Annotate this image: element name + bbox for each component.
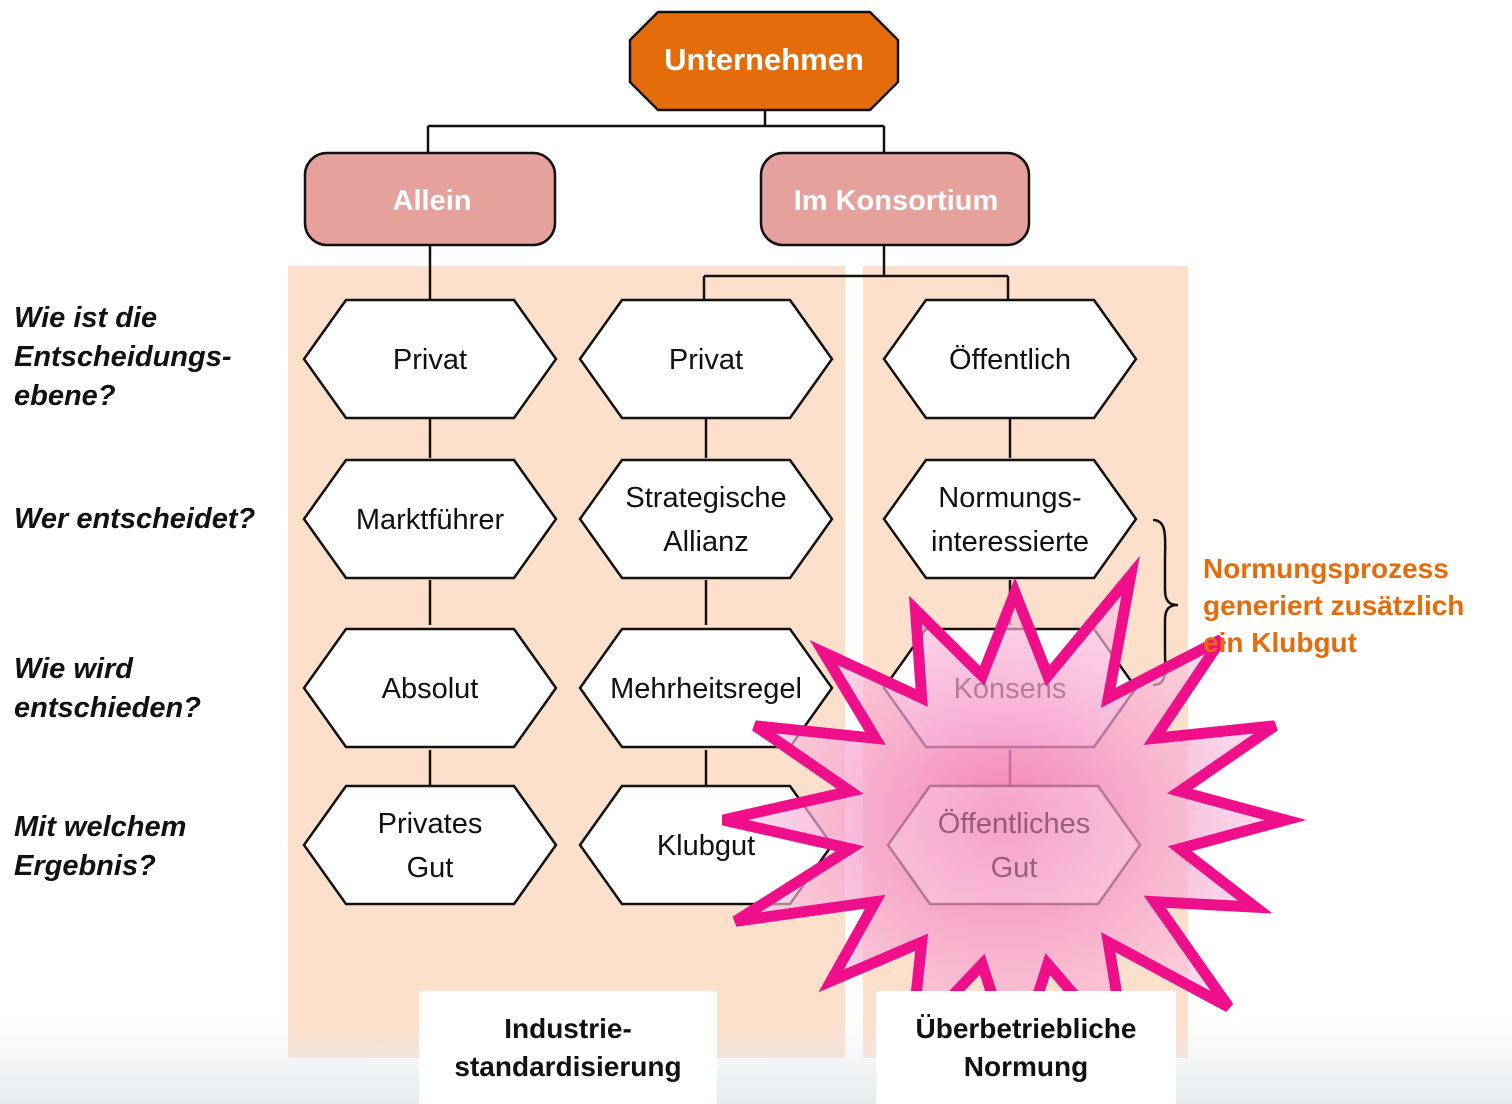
hex-node-c3-r2-label: interessierte xyxy=(931,526,1089,558)
root-label: Unternehmen xyxy=(664,42,864,77)
hex-node-c1-r3-label: Absolut xyxy=(382,673,479,705)
hex-node-c1-r4 xyxy=(302,784,558,906)
hex-node-c3-r4-label: Öffentliches xyxy=(938,808,1091,840)
hex-node-c2-r1 xyxy=(578,298,834,420)
question-wie: Wie wird entschieden? xyxy=(14,653,201,724)
hex-node-c2-r3-label: Mehrheitsregel xyxy=(610,673,802,705)
question-ebene: Wie ist die Entscheidungs- ebene? xyxy=(14,302,232,412)
hex-node-c1-r4-label: Privates xyxy=(378,808,483,840)
hex-node-c1-r1-label: Privat xyxy=(393,344,467,376)
hex-node-c1-r2 xyxy=(302,458,558,580)
hex-node-c3-r4-label: Gut xyxy=(991,852,1038,884)
hex-node-c1-r2-label: Marktführer xyxy=(356,504,505,536)
hex-node-c3-r2 xyxy=(882,458,1138,580)
hex-node-c1-r1 xyxy=(302,298,558,420)
hex-node-c2-r2 xyxy=(578,458,834,580)
footer-normung: Überbetriebliche Normung xyxy=(876,991,1176,1104)
root-node xyxy=(628,10,900,112)
hex-node-c3-r4 xyxy=(886,784,1142,906)
branch-allein-label: Allein xyxy=(393,185,472,217)
branch-allein xyxy=(303,151,557,247)
question-wer: Wer entscheidet? xyxy=(14,503,256,535)
bottom-fade xyxy=(0,1020,1512,1104)
hex-node-c3-r2-label: Normungs- xyxy=(938,482,1081,514)
footer-industriestandardisierung: Industrie- standardisierung xyxy=(419,991,717,1104)
hex-node-c2-r3 xyxy=(578,627,834,749)
hex-node-c2-r1-label: Privat xyxy=(669,344,743,376)
hex-node-c1-r3 xyxy=(302,627,558,749)
question-ergebnis: Mit welchem Ergebnis? xyxy=(14,811,187,882)
hex-node-c2-r4-label: Klubgut xyxy=(657,830,755,862)
connector-konsortium xyxy=(702,246,1010,300)
connector-root xyxy=(426,108,886,158)
annotation-klubgut: Normungsprozess generiert zusätzlich ein… xyxy=(1203,553,1465,658)
hex-node-c3-r1 xyxy=(882,298,1138,420)
branch-konsortium xyxy=(759,151,1031,247)
hex-node-c3-r1-label: Öffentlich xyxy=(949,344,1071,376)
hex-node-c1-r4-label: Gut xyxy=(407,852,454,884)
hex-node-c2-r2-label: Strategische xyxy=(625,482,786,514)
branch-konsortium-label: Im Konsortium xyxy=(794,185,999,217)
hex-node-c2-r2-label: Allianz xyxy=(663,526,748,558)
